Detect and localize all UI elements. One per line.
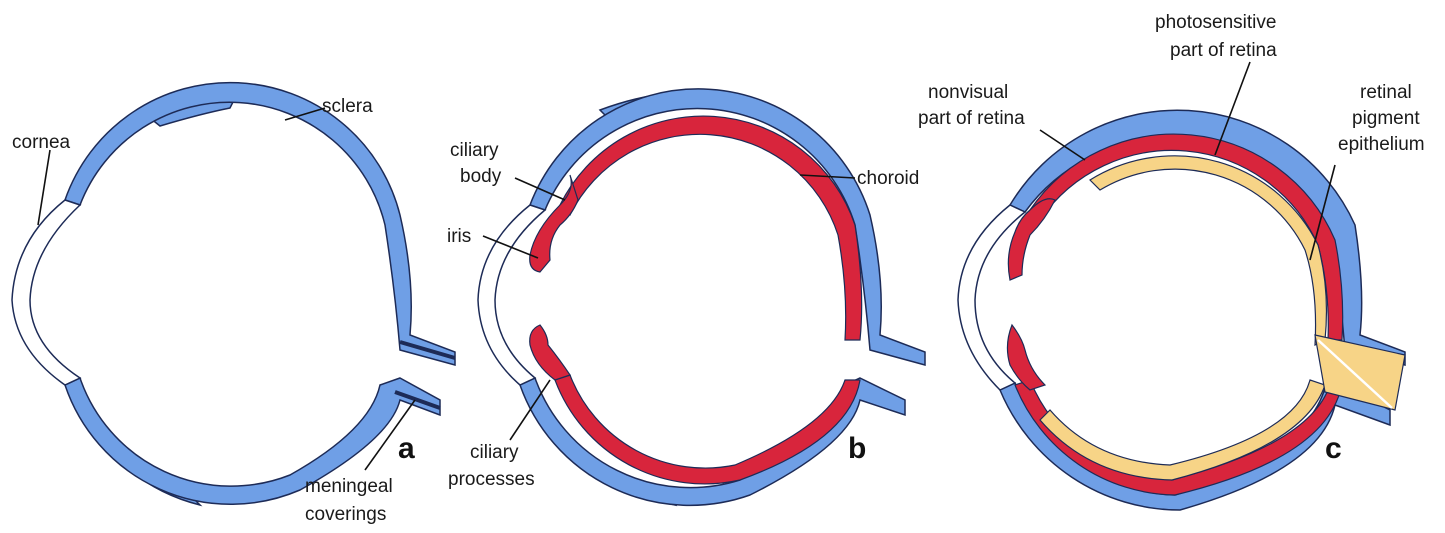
panel-letter-c: c	[1325, 432, 1342, 465]
sclera-label: sclera	[322, 96, 373, 117]
rpe-label-3: epithelium	[1338, 134, 1425, 155]
cornea-label: cornea	[12, 132, 71, 153]
meningeal-label-1: meningeal	[305, 476, 393, 497]
panel-c: photosensitive part of retina nonvisual …	[918, 12, 1425, 510]
photosensitive-label-1: photosensitive	[1155, 12, 1276, 33]
panel-letter-b: b	[848, 432, 866, 465]
sclera	[65, 83, 455, 365]
ciliary-body-label-1: ciliary	[450, 140, 499, 161]
panel-a: sclera cornea meningeal coverings a	[12, 83, 455, 525]
meningeal-label-2: coverings	[305, 504, 386, 525]
cornea	[12, 200, 80, 385]
iris-ciliary-lower	[1007, 325, 1045, 390]
rpe-label-1: retinal	[1360, 82, 1412, 103]
nonvisual-label-2: part of retina	[918, 108, 1025, 129]
choroid-label: choroid	[857, 168, 919, 189]
panel-letter-a: a	[398, 432, 415, 465]
ciliary-body-label-2: body	[460, 166, 502, 187]
ciliary-processes-label-1: ciliary	[470, 442, 519, 463]
nonvisual-label-1: nonvisual	[928, 82, 1008, 103]
cornea-leader	[38, 150, 50, 225]
rpe-label-2: pigment	[1352, 108, 1420, 129]
panel-b: ciliary body iris choroid ciliary proces…	[447, 89, 925, 505]
ciliary-processes	[530, 325, 570, 380]
ciliary-processes-label-2: processes	[448, 469, 535, 490]
iris-label: iris	[447, 226, 471, 247]
photosensitive-label-2: part of retina	[1170, 40, 1277, 61]
